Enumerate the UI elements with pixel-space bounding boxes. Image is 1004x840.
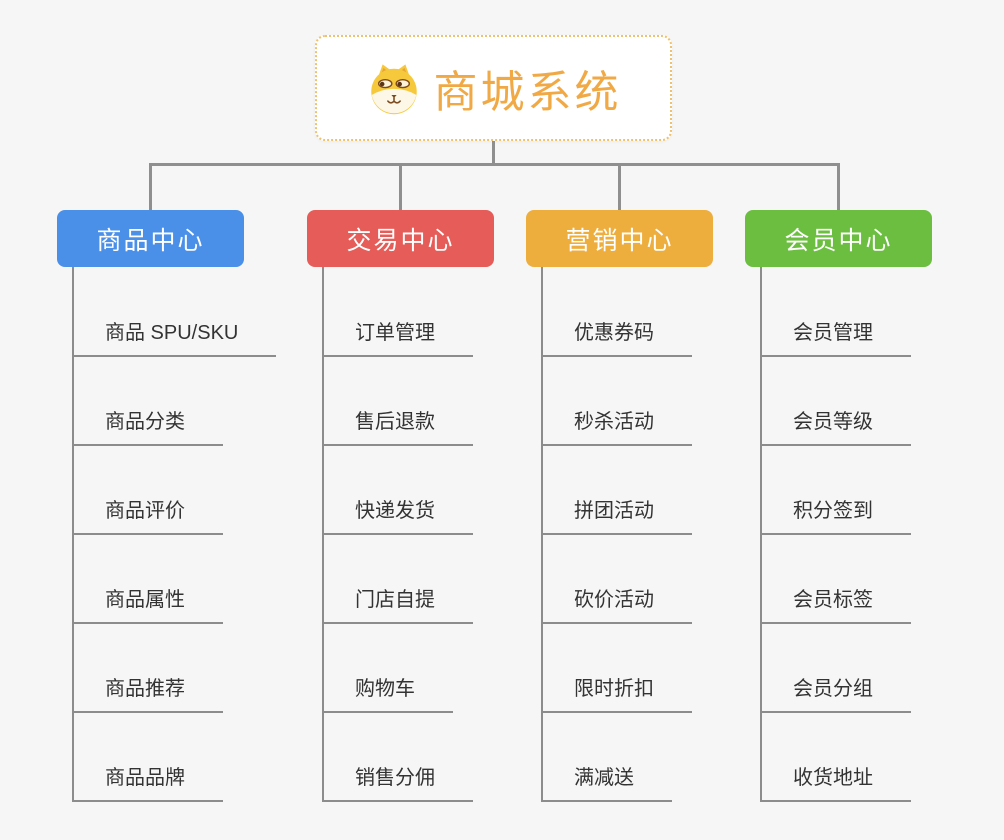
branch-item[interactable]: 会员管理 <box>760 319 911 357</box>
branch-item[interactable]: 会员标签 <box>760 586 911 624</box>
branch-item[interactable]: 优惠券码 <box>541 319 692 357</box>
branch-header-2[interactable]: 营销中心 <box>526 210 713 267</box>
root-title: 商城系统 <box>433 68 622 117</box>
branch-item[interactable]: 销售分佣 <box>322 764 473 802</box>
branch-item[interactable]: 积分签到 <box>760 497 911 535</box>
branch-rail-line <box>149 163 840 166</box>
branch-item[interactable]: 砍价活动 <box>541 586 692 624</box>
branch-item[interactable]: 购物车 <box>322 675 453 713</box>
header-drop-line <box>837 163 840 210</box>
branch-item[interactable]: 满减送 <box>541 764 672 802</box>
header-drop-line <box>618 163 621 210</box>
branch-item[interactable]: 商品评价 <box>72 497 223 535</box>
branch-item[interactable]: 收货地址 <box>760 764 911 802</box>
branch-item[interactable]: 订单管理 <box>322 319 473 357</box>
branch-item[interactable]: 商品品牌 <box>72 764 223 802</box>
branch-item[interactable]: 快递发货 <box>322 497 473 535</box>
branch-header-1[interactable]: 交易中心 <box>307 210 494 267</box>
branch-header-3[interactable]: 会员中心 <box>745 210 932 267</box>
branch-item[interactable]: 会员分组 <box>760 675 911 713</box>
branch-item[interactable]: 商品属性 <box>72 586 223 624</box>
header-drop-line <box>399 163 402 210</box>
branch-item[interactable]: 售后退款 <box>322 408 473 446</box>
dog-face-icon <box>366 60 422 116</box>
header-drop-line <box>149 163 152 210</box>
branch-header-0[interactable]: 商品中心 <box>57 210 244 267</box>
branch-item[interactable]: 限时折扣 <box>541 675 692 713</box>
branch-item[interactable]: 商品推荐 <box>72 675 223 713</box>
branch-item[interactable]: 门店自提 <box>322 586 473 624</box>
branch-header-label: 营销中心 <box>565 226 674 255</box>
branch-item[interactable]: 会员等级 <box>760 408 911 446</box>
branch-header-label: 交易中心 <box>346 226 455 255</box>
branch-header-label: 商品中心 <box>96 226 205 255</box>
branch-item[interactable]: 拼团活动 <box>541 497 692 535</box>
branch-item[interactable]: 秒杀活动 <box>541 408 692 446</box>
root-node[interactable]: 商城系统 <box>315 35 672 141</box>
branch-item[interactable]: 商品分类 <box>72 408 223 446</box>
branch-item[interactable]: 商品 SPU/SKU <box>72 319 277 357</box>
root-stem-line <box>492 141 495 166</box>
branch-header-label: 会员中心 <box>784 226 893 255</box>
